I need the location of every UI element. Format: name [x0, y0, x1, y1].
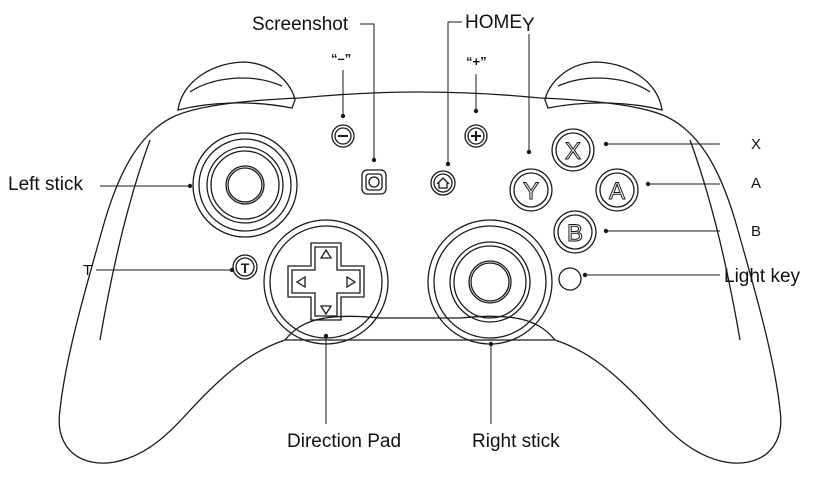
leader-lines: [96, 21, 720, 424]
label-left-stick: Left stick: [8, 174, 83, 195]
button-x-shape: [551, 128, 595, 172]
label-screenshot: Screenshot: [252, 14, 349, 35]
right-stick: [427, 219, 553, 345]
plus-button: [464, 124, 488, 148]
button-a-shape: [595, 168, 639, 212]
label-x: X: [751, 136, 762, 153]
label-minus: “–”: [331, 51, 352, 66]
label-a: A: [751, 175, 762, 192]
direction-pad: [263, 219, 389, 345]
label-home: HOME: [465, 12, 522, 33]
home-icon: [436, 177, 450, 189]
button-b-letter: B: [567, 220, 583, 247]
minus-button: [331, 124, 355, 148]
button-x-letter: X: [565, 138, 581, 165]
label-direction-pad: Direction Pad: [287, 431, 402, 452]
label-y-top: Y: [522, 15, 535, 36]
dpad-right-arrow: [346, 275, 357, 289]
button-y-shape: [509, 168, 553, 212]
dpad-left-arrow: [295, 275, 306, 289]
button-t-letter: T: [241, 260, 250, 276]
light-key-button: [558, 267, 582, 291]
label-plus: “+”: [466, 54, 487, 69]
dpad-up-arrow: [319, 248, 333, 259]
home-button: [430, 170, 456, 196]
label-right-stick: Right stick: [472, 431, 560, 452]
dpad-down-arrow: [319, 305, 333, 316]
button-a-letter: A: [609, 178, 625, 205]
leader-dots: [187, 108, 651, 347]
controller-body: [58, 91, 782, 464]
turbo-button-shape: [232, 254, 258, 280]
button-b-shape: [553, 210, 597, 254]
label-b: B: [751, 223, 762, 240]
screenshot-button: [361, 169, 387, 195]
label-t: T: [83, 262, 93, 279]
button-y-letter: Y: [523, 178, 539, 205]
label-light-key: Light key: [724, 266, 801, 287]
left-stick: [192, 132, 298, 238]
